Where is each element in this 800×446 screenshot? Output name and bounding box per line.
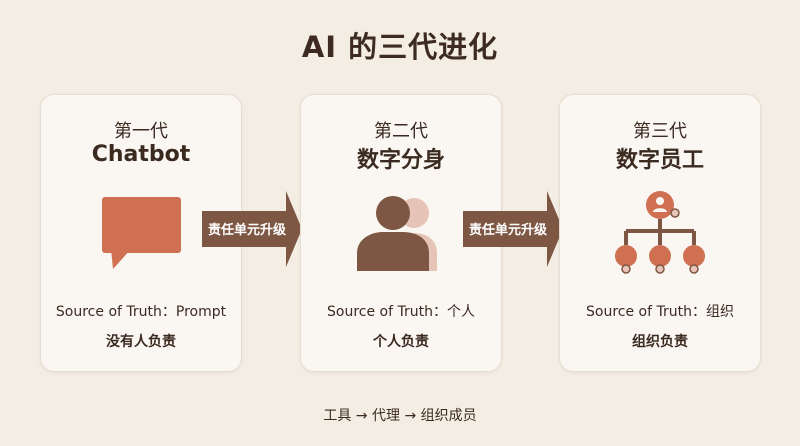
org-chart-icon (600, 187, 720, 279)
upgrade-arrow-2: 责任单元升级 (463, 191, 563, 267)
generation-label: 第一代 (114, 121, 168, 142)
chat-bubble-icon (81, 187, 201, 279)
users-icon (341, 187, 461, 279)
generation-name: 数字员工 (615, 148, 704, 173)
source-of-truth-text: Source of Truth：组织 (586, 304, 734, 320)
generation-label: 第三代 (633, 121, 687, 142)
responsibility-text: 没有人负责 (106, 334, 176, 350)
generation-name: Chatbot (91, 142, 191, 167)
responsibility-text: 个人负责 (373, 334, 429, 350)
generation-label: 第二代 (374, 121, 428, 142)
source-of-truth-text: Source of Truth：Prompt (55, 304, 227, 320)
arrow-label: 责任单元升级 (207, 223, 286, 238)
page-title: AI 的三代进化 (301, 30, 499, 64)
upgrade-arrow-1: 责任单元升级 (202, 191, 302, 267)
generation-name: 数字分身 (356, 148, 445, 173)
arrow-label: 责任单元升级 (468, 223, 547, 238)
responsibility-text: 组织负责 (632, 334, 688, 350)
evolution-summary: 工具 → 代理 → 组织成员 (323, 408, 477, 424)
generation-card-3: 第三代 数字员工 Source of Truth：组织 组织负责 (559, 94, 761, 372)
source-of-truth-text: Source of Truth：个人 (327, 304, 475, 320)
